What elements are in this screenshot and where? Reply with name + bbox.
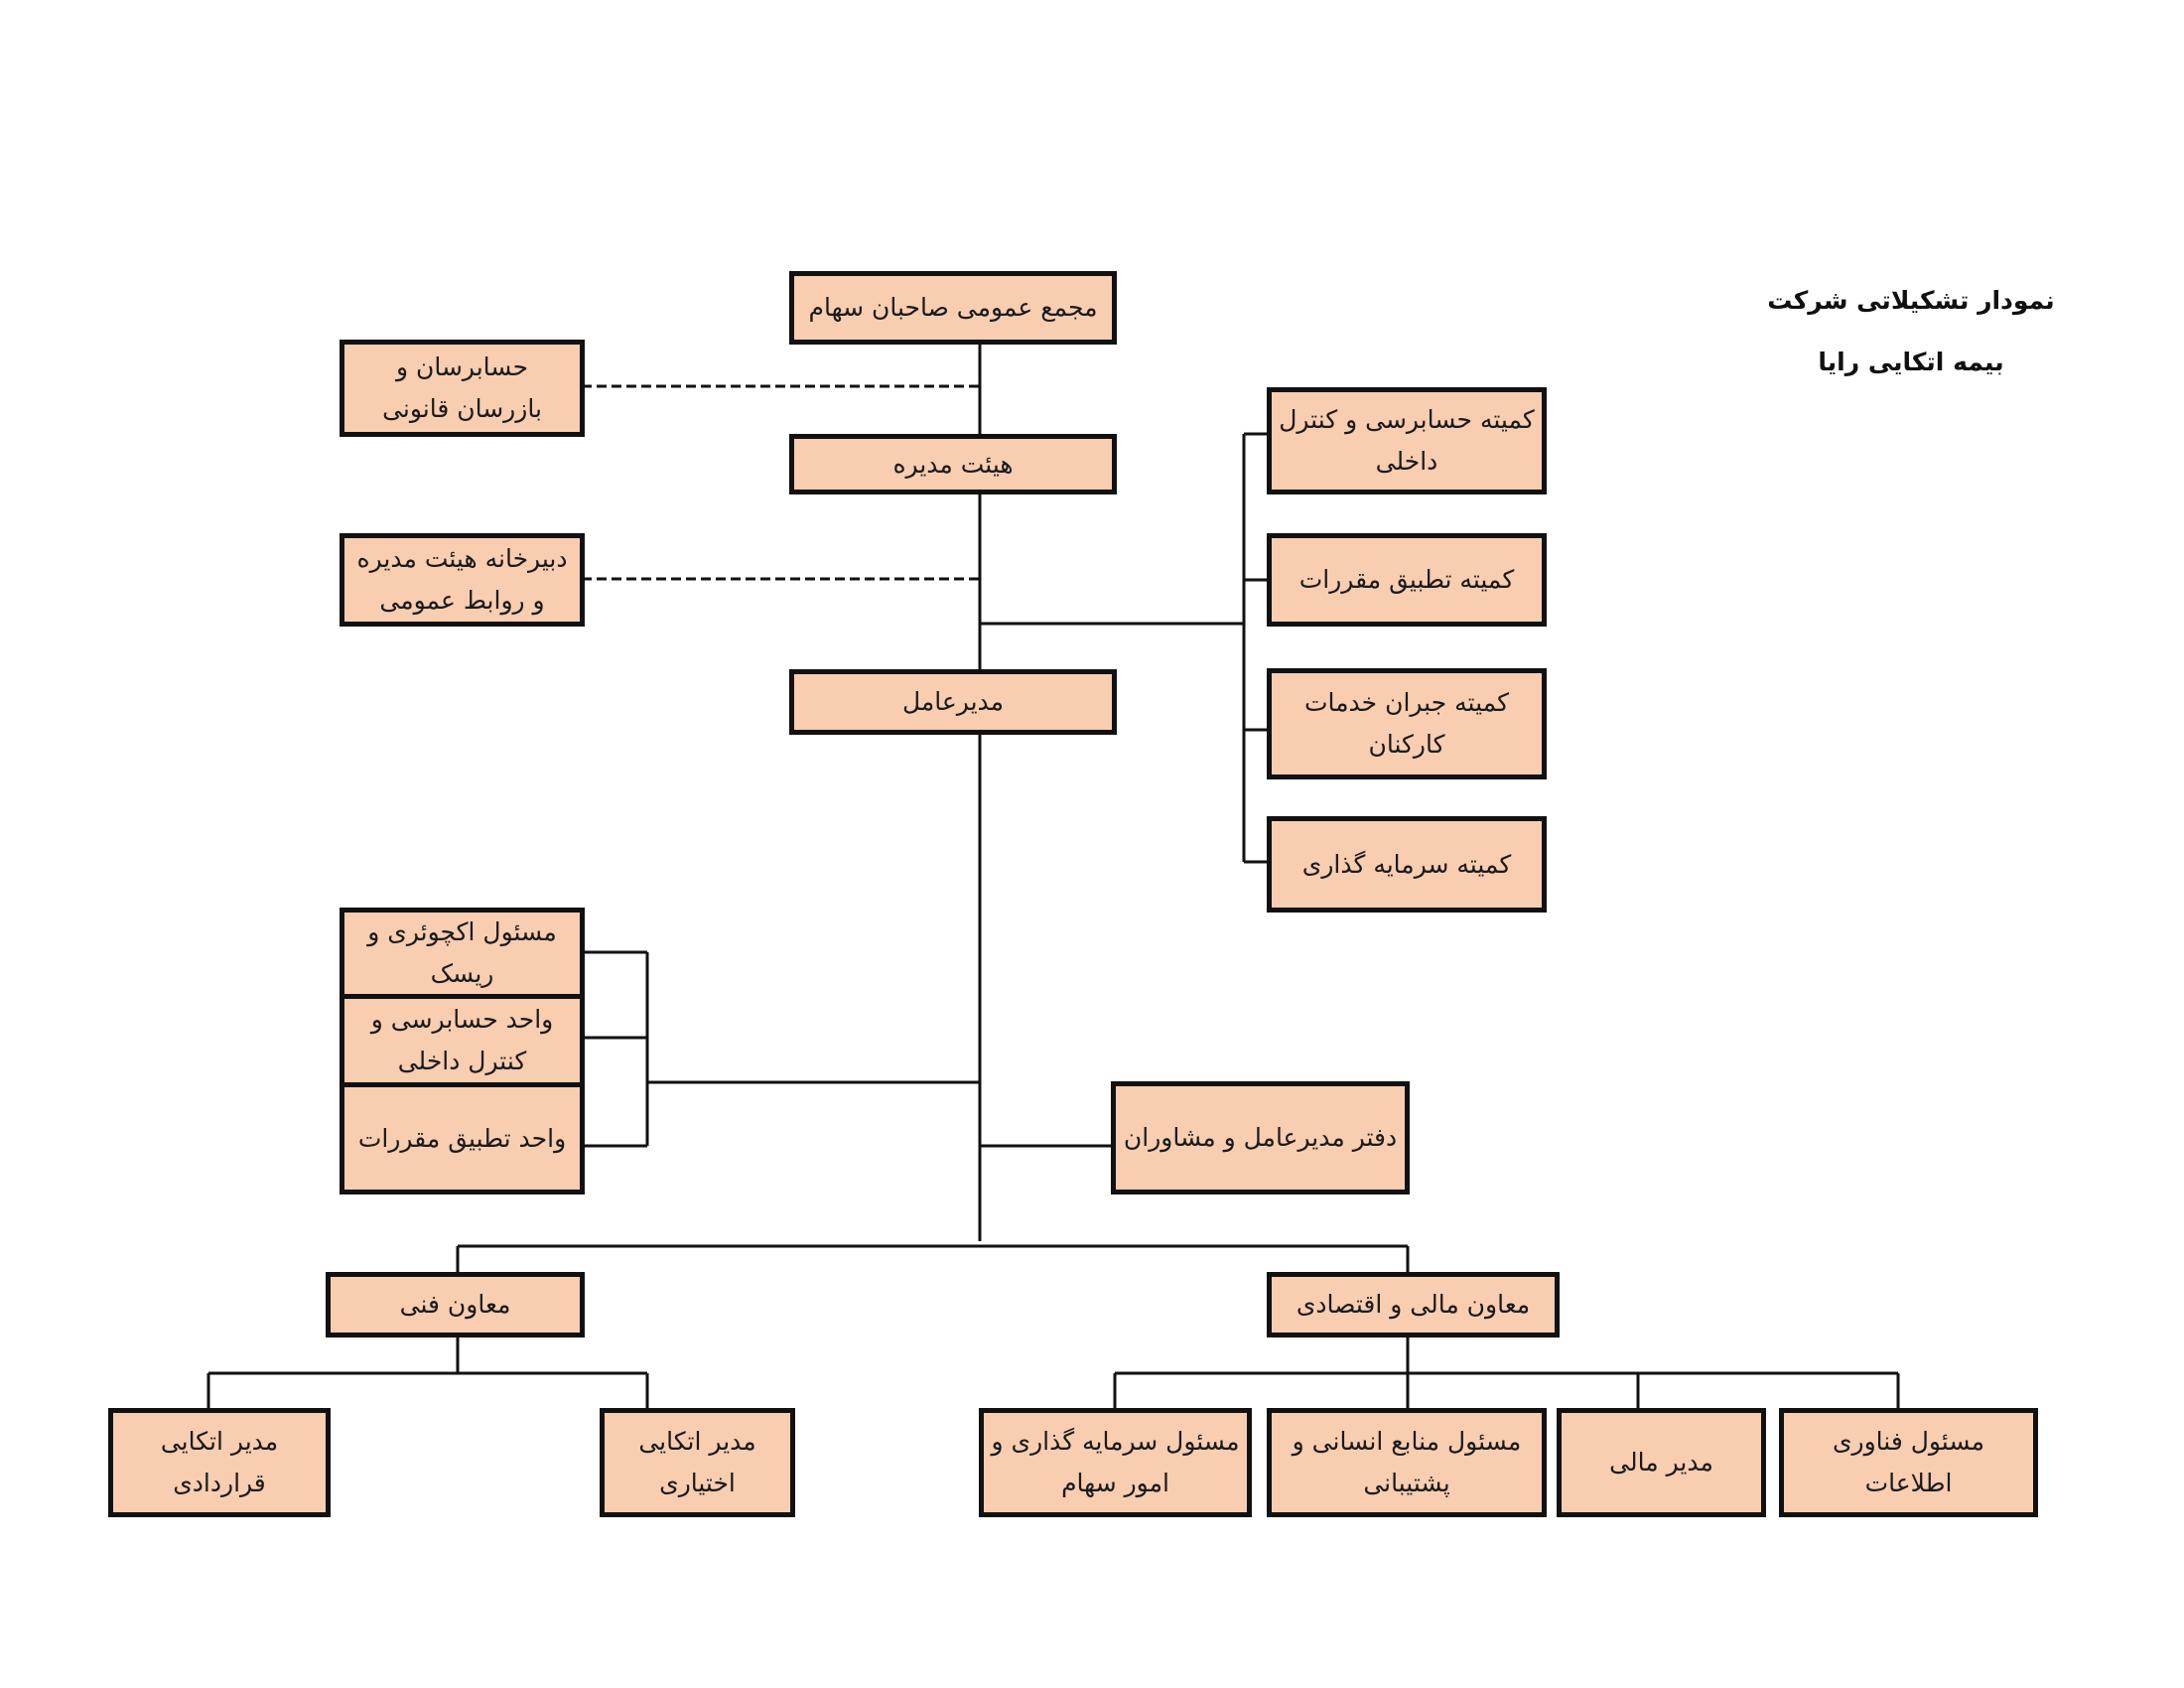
deputy-technical-box: معاون فنی — [326, 1272, 585, 1337]
committee-investment-box: کمیته سرمایه گذاری — [1267, 816, 1547, 913]
actuary-risk-box: مسئول اکچوئری و ریسک — [340, 908, 585, 999]
ceo-office-box: دفتر مدیرعامل و مشاوران — [1111, 1081, 1410, 1195]
investment-officer-box: مسئول سرمایه گذاری و امور سهام — [979, 1408, 1252, 1517]
facultative-manager-box: مدیر اتکایی اختیاری — [600, 1408, 795, 1517]
internal-audit-unit-box: واحد حسابرسی و کنترل داخلی — [340, 994, 585, 1087]
committee-compliance-box: کمیته تطبیق مقررات — [1267, 533, 1547, 627]
committee-compensation-box: کمیته جبران خدمات کارکنان — [1267, 668, 1547, 779]
hr-officer-box: مسئول منابع انسانی و پشتیبانی — [1267, 1408, 1547, 1517]
general-assembly-box: مجمع عمومی صاحبان سهام — [789, 271, 1117, 345]
ceo-box: مدیرعامل — [789, 669, 1117, 735]
board-box: هیئت مدیره — [789, 434, 1117, 494]
board-secretariat-box: دبیرخانه هیئت مدیره و روابط عمومی — [340, 533, 585, 627]
chart-title-line1: نمودار تشکیلاتی شرکت — [1767, 286, 2055, 315]
chart-title-line2: بیمه اتکایی رایا — [1818, 348, 2004, 376]
treaty-manager-box: مدیر اتکایی قراردادی — [108, 1408, 331, 1517]
it-officer-box: مسئول فناوری اطلاعات — [1779, 1408, 2038, 1517]
compliance-unit-box: واحد تطبیق مقررات — [340, 1082, 585, 1195]
finance-manager-box: مدیر مالی — [1557, 1408, 1766, 1517]
auditors-box: حسابرسان و بازرسان قانونی — [340, 340, 585, 437]
deputy-finance-box: معاون مالی و اقتصادی — [1267, 1272, 1560, 1337]
committee-audit-box: کمیته حسابرسی و کنترل داخلی — [1267, 387, 1547, 494]
